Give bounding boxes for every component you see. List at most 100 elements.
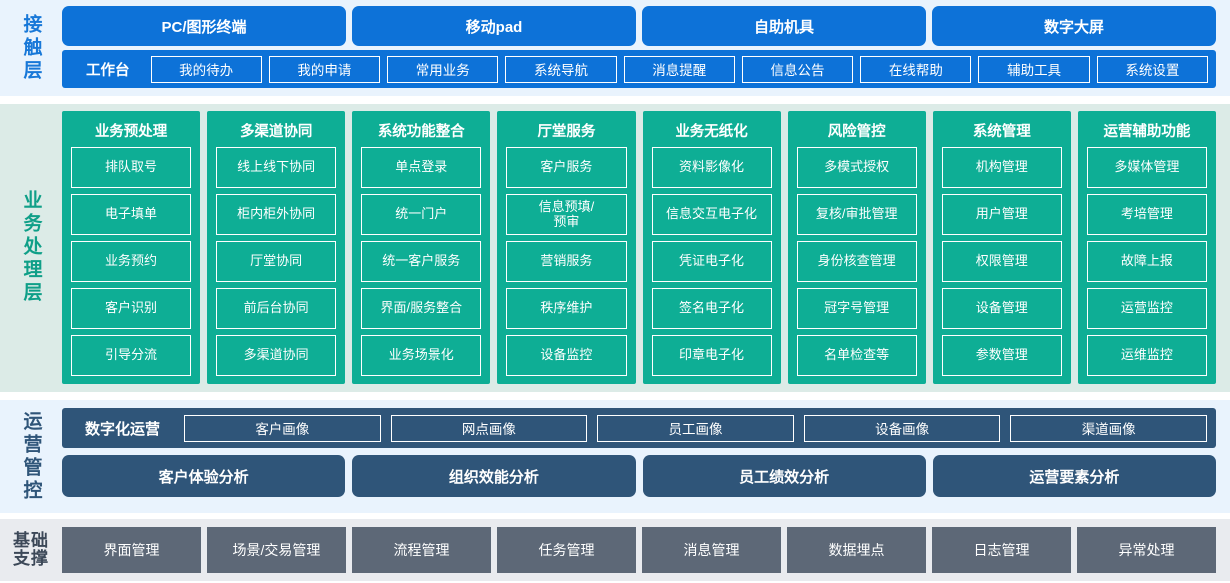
business-column-system-integration: 系统功能整合 单点登录 统一门户 统一客户服务 界面/服务整合 业务场景化 xyxy=(352,111,491,384)
biz-item-appointment[interactable]: 业务预约 xyxy=(71,241,192,282)
layer-operations-body: 数字化运营 客户画像 网点画像 员工画像 设备画像 渠道画像 客户体验分析 组织… xyxy=(62,408,1216,505)
analysis-row: 客户体验分析 组织效能分析 员工绩效分析 运营要素分析 xyxy=(62,455,1216,497)
biz-item-device-monitoring[interactable]: 设备监控 xyxy=(506,335,627,376)
biz-item-parameter-management[interactable]: 参数管理 xyxy=(941,335,1062,376)
workbench-toolbar: 工作台 我的待办 我的申请 常用业务 系统导航 消息提醒 信息公告 在线帮助 辅… xyxy=(62,50,1216,88)
toolbar-item-announcement[interactable]: 信息公告 xyxy=(741,55,854,83)
business-column-row: 业务预处理 排队取号 电子填单 业务预约 客户识别 引导分流 多渠道协同 线上线… xyxy=(62,111,1216,384)
foundation-log-management[interactable]: 日志管理 xyxy=(932,527,1071,573)
foundation-data-tracking[interactable]: 数据埋点 xyxy=(787,527,926,573)
portrait-customer[interactable]: 客户画像 xyxy=(184,414,381,442)
toolbar-item-common-business[interactable]: 常用业务 xyxy=(387,55,499,83)
biz-item-identity-verification[interactable]: 身份核查管理 xyxy=(796,241,917,282)
foundation-process-management[interactable]: 流程管理 xyxy=(352,527,491,573)
analysis-employee-performance[interactable]: 员工绩效分析 xyxy=(642,455,926,497)
biz-item-e-form[interactable]: 电子填单 xyxy=(71,194,192,235)
biz-item-review-approval[interactable]: 复核/审批管理 xyxy=(796,194,917,235)
biz-item-e-voucher[interactable]: 凭证电子化 xyxy=(651,241,772,282)
toolbar-item-system-settings[interactable]: 系统设置 xyxy=(1096,55,1209,83)
column-title: 运营辅助功能 xyxy=(1103,124,1191,140)
biz-item-lobby-sync[interactable]: 厅堂协同 xyxy=(216,241,337,282)
toolbar-item-aux-tools[interactable]: 辅助工具 xyxy=(978,55,1090,83)
foundation-ui-management[interactable]: 界面管理 xyxy=(62,527,201,573)
layer-operations-label: 运营管控 xyxy=(20,410,42,503)
layer-foundation-label-line1: 基础 xyxy=(13,531,49,551)
foundation-exception-handling[interactable]: 异常处理 xyxy=(1077,527,1216,573)
biz-item-permission-management[interactable]: 权限管理 xyxy=(941,241,1062,282)
biz-item-watchlist-check[interactable]: 名单检查等 xyxy=(796,335,917,376)
toolbar-item-my-todo[interactable]: 我的待办 xyxy=(150,55,262,83)
toolbar-item-my-application[interactable]: 我的申请 xyxy=(268,55,381,83)
portrait-channel[interactable]: 渠道画像 xyxy=(1010,414,1207,442)
biz-item-customer-service[interactable]: 客户服务 xyxy=(506,147,627,188)
biz-item-business-scenario[interactable]: 业务场景化 xyxy=(361,335,482,376)
biz-item-guided-routing[interactable]: 引导分流 xyxy=(71,335,192,376)
biz-item-customer-identification[interactable]: 客户识别 xyxy=(71,288,192,329)
digital-operations-title: 数字化运营 xyxy=(85,420,161,438)
biz-item-org-management[interactable]: 机构管理 xyxy=(941,147,1062,188)
biz-item-marketing-service[interactable]: 营销服务 xyxy=(506,241,627,282)
foundation-task-management[interactable]: 任务管理 xyxy=(497,527,636,573)
toolbar-item-system-nav[interactable]: 系统导航 xyxy=(505,55,617,83)
biz-item-operation-monitoring[interactable]: 运营监控 xyxy=(1086,288,1207,329)
business-column-paperless: 业务无纸化 资料影像化 信息交互电子化 凭证电子化 签名电子化 印章电子化 xyxy=(642,111,781,384)
portrait-employee[interactable]: 员工画像 xyxy=(597,414,794,442)
biz-item-e-information-exchange[interactable]: 信息交互电子化 xyxy=(651,194,772,235)
analysis-customer-experience[interactable]: 客户体验分析 xyxy=(62,455,346,497)
biz-item-document-imaging[interactable]: 资料影像化 xyxy=(651,147,772,188)
biz-item-maintenance-monitoring[interactable]: 运维监控 xyxy=(1086,335,1207,376)
channel-pc[interactable]: PC/图形终端 xyxy=(62,6,346,46)
column-items: 资料影像化 信息交互电子化 凭证电子化 签名电子化 印章电子化 xyxy=(651,147,772,376)
column-items: 线上线下协同 柜内柜外协同 厅堂协同 前后台协同 多渠道协同 xyxy=(216,147,337,376)
channel-self-service[interactable]: 自助机具 xyxy=(642,6,926,46)
column-title: 系统管理 xyxy=(972,124,1031,140)
biz-item-multimedia-management[interactable]: 多媒体管理 xyxy=(1086,147,1207,188)
biz-item-multichannel-sync[interactable]: 多渠道协同 xyxy=(216,335,337,376)
layer-foundation-label: 基础 支撑 xyxy=(0,527,62,573)
biz-item-front-back-sync[interactable]: 前后台协同 xyxy=(216,288,337,329)
biz-item-training-management[interactable]: 考培管理 xyxy=(1086,194,1207,235)
foundation-scenario-transaction-management[interactable]: 场景/交易管理 xyxy=(207,527,346,573)
column-items: 客户服务 信息预填/ 预审 营销服务 秩序维护 设备监控 xyxy=(506,147,627,376)
layer-foundation-label-line2: 支撑 xyxy=(13,549,49,568)
biz-item-prefill-prereview[interactable]: 信息预填/ 预审 xyxy=(506,194,627,235)
foundation-row: 界面管理 场景/交易管理 流程管理 任务管理 消息管理 数据埋点 日志管理 异常… xyxy=(62,527,1216,573)
channel-mobile-pad[interactable]: 移动pad xyxy=(352,6,636,46)
business-column-ops-support: 运营辅助功能 多媒体管理 考培管理 故障上报 运营监控 运维监控 xyxy=(1077,111,1216,384)
workbench-title: 工作台 xyxy=(86,62,130,79)
channel-digital-screen[interactable]: 数字大屏 xyxy=(932,6,1216,46)
biz-item-device-management[interactable]: 设备管理 xyxy=(941,288,1062,329)
layer-contact: 接触层 PC/图形终端 移动pad 自助机具 数字大屏 工作台 我的待办 我的申… xyxy=(0,0,1230,96)
biz-item-unified-customer-service[interactable]: 统一客户服务 xyxy=(361,241,482,282)
biz-item-online-offline-sync[interactable]: 线上线下协同 xyxy=(216,147,337,188)
toolbar-item-online-help[interactable]: 在线帮助 xyxy=(860,55,972,83)
column-title: 多渠道协同 xyxy=(239,124,313,140)
biz-item-fault-reporting[interactable]: 故障上报 xyxy=(1086,241,1207,282)
foundation-message-management[interactable]: 消息管理 xyxy=(642,527,781,573)
biz-item-e-signature[interactable]: 签名电子化 xyxy=(651,288,772,329)
biz-item-order-maintenance[interactable]: 秩序维护 xyxy=(506,288,627,329)
biz-item-user-management[interactable]: 用户管理 xyxy=(941,194,1062,235)
column-title: 业务预处理 xyxy=(94,124,168,140)
business-column-preprocessing: 业务预处理 排队取号 电子填单 业务预约 客户识别 引导分流 xyxy=(62,111,201,384)
biz-item-e-seal[interactable]: 印章电子化 xyxy=(651,335,772,376)
layer-foundation: 基础 支撑 界面管理 场景/交易管理 流程管理 任务管理 消息管理 数据埋点 日… xyxy=(0,519,1230,581)
portrait-branch[interactable]: 网点画像 xyxy=(390,414,588,442)
business-column-lobby-service: 厅堂服务 客户服务 信息预填/ 预审 营销服务 秩序维护 设备监控 xyxy=(497,111,636,384)
column-items: 多模式授权 复核/审批管理 身份核查管理 冠字号管理 名单检查等 xyxy=(796,147,917,376)
biz-item-multi-mode-authorization[interactable]: 多模式授权 xyxy=(796,147,917,188)
analysis-org-effectiveness[interactable]: 组织效能分析 xyxy=(352,455,636,497)
analysis-operation-factors[interactable]: 运营要素分析 xyxy=(932,455,1216,497)
layer-operations: 运营管控 数字化运营 客户画像 网点画像 员工画像 设备画像 渠道画像 客户体验… xyxy=(0,400,1230,513)
biz-item-unified-portal[interactable]: 统一门户 xyxy=(361,194,482,235)
layer-foundation-body: 界面管理 场景/交易管理 流程管理 任务管理 消息管理 数据埋点 日志管理 异常… xyxy=(62,527,1216,573)
business-column-risk-control: 风险管控 多模式授权 复核/审批管理 身份核查管理 冠字号管理 名单检查等 xyxy=(787,111,926,384)
portrait-device[interactable]: 设备画像 xyxy=(803,414,1001,442)
toolbar-item-message-alert[interactable]: 消息提醒 xyxy=(623,55,735,83)
biz-item-counter-sync[interactable]: 柜内柜外协同 xyxy=(216,194,337,235)
biz-item-queue-number[interactable]: 排队取号 xyxy=(71,147,192,188)
biz-item-single-sign-on[interactable]: 单点登录 xyxy=(361,147,482,188)
biz-item-serial-number-management[interactable]: 冠字号管理 xyxy=(796,288,917,329)
biz-item-ui-service-integration[interactable]: 界面/服务整合 xyxy=(361,288,482,329)
